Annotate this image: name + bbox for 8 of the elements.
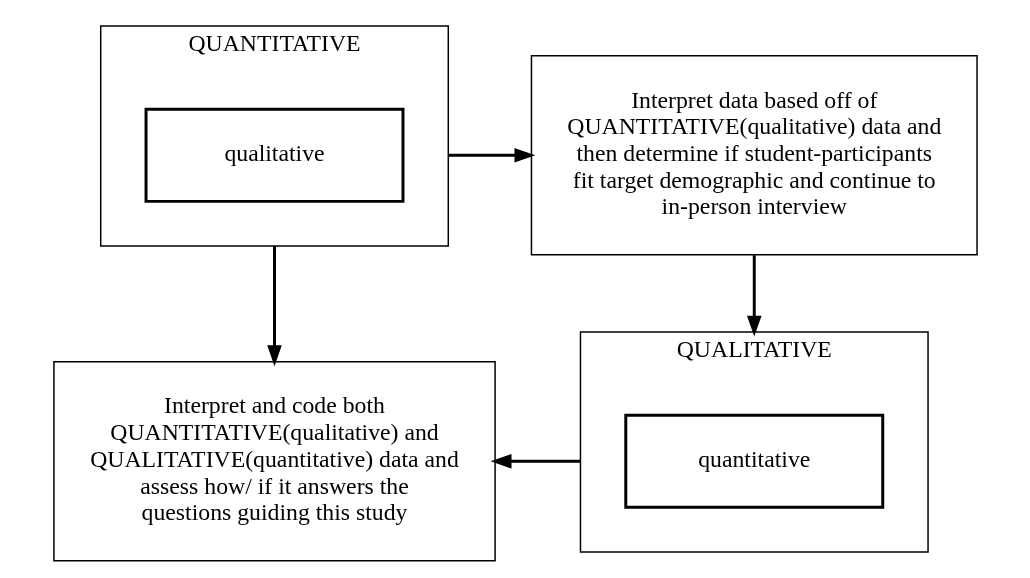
- arrow: [266, 245, 282, 367]
- arrow: [447, 148, 535, 163]
- node-box: qualitative: [144, 107, 404, 203]
- node-box: Interpret and code both QUANTITATIVE(qualitative) and QUALITATIVE(quantitative) data and assess how/ if it answers the questions guiding this study: [52, 361, 496, 562]
- node-box: Interpret data based off of QUANTITATIVE(qualitative) data and then determine if student-participants fit target demographic and continue to in-person interview: [530, 55, 978, 256]
- node-box: quantitative: [623, 413, 884, 509]
- arrow: [490, 454, 580, 469]
- arrow: [746, 255, 762, 337]
